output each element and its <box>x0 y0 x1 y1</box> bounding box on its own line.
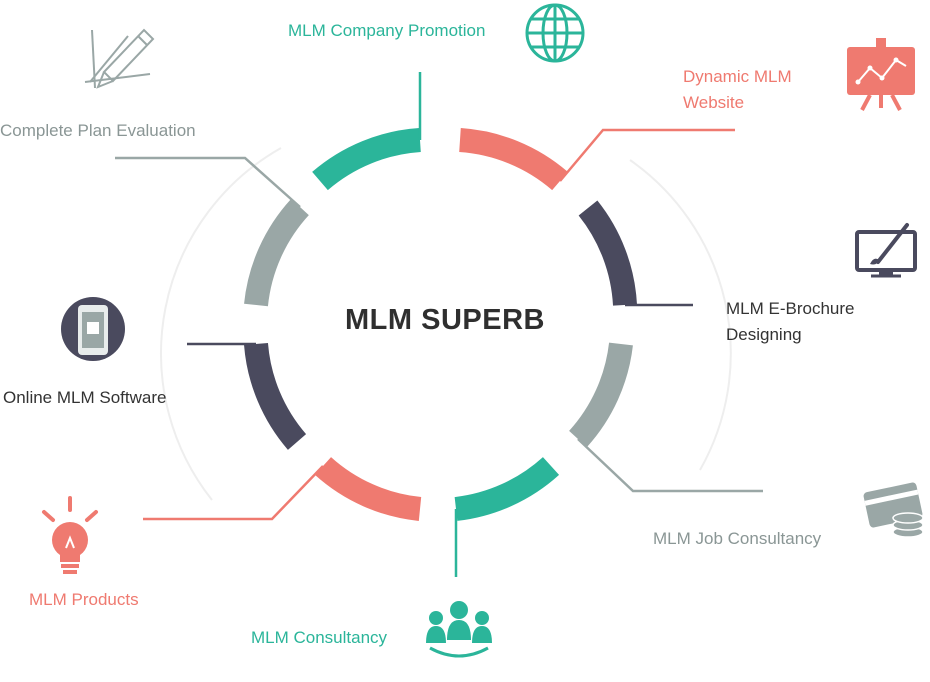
label-plan-evaluation: Complete Plan Evaluation <box>0 121 196 140</box>
label-company-promotion: MLM Company Promotion <box>288 21 486 40</box>
label-dynamic-website: Dynamic MLM Website <box>683 64 792 116</box>
pencil-ruler-icon <box>84 28 155 89</box>
label-e-brochure: MLM E-Brochure Designing <box>726 296 854 348</box>
connectors <box>115 72 763 577</box>
presentation-chart-icon <box>847 38 915 111</box>
connector-plan-evaluation <box>115 156 301 208</box>
ring-segment-consultancy <box>454 456 560 521</box>
ring-segment-products <box>314 456 422 521</box>
label-products: MLM Products <box>29 590 139 609</box>
connector-dynamic-website <box>559 128 735 182</box>
connector-job-consultancy <box>577 438 763 493</box>
label-e-brochure-line1: MLM E-Brochure <box>726 299 855 318</box>
mobile-icon <box>61 297 125 361</box>
label-e-brochure-line2: Designing <box>726 325 802 344</box>
globe-icon <box>525 3 585 63</box>
label-dynamic-website-line2: Website <box>683 93 745 112</box>
ring-segment-dynamic-website <box>458 128 568 191</box>
label-job-consultancy: MLM Job Consultancy <box>653 529 822 548</box>
center-title: MLM SUPERB <box>345 304 545 336</box>
ring-segment-company-promotion <box>312 128 422 191</box>
ring-segment-plan-evaluation <box>244 198 309 307</box>
label-online-software: Online MLM Software <box>3 388 167 407</box>
ring-segment-e-brochure <box>578 200 637 306</box>
team-icon <box>426 601 492 658</box>
ring-segment-online-software <box>244 342 307 450</box>
connector-products <box>143 465 324 521</box>
lightbulb-icon <box>42 496 98 574</box>
cash-card-icon <box>863 482 924 538</box>
label-dynamic-website-line1: Dynamic MLM <box>683 67 792 86</box>
outer-guide-arcs <box>160 147 732 501</box>
ring <box>244 128 637 521</box>
label-consultancy: MLM Consultancy <box>251 628 388 647</box>
ring-segment-job-consultancy <box>568 342 633 448</box>
monitor-pen-icon <box>855 223 917 278</box>
